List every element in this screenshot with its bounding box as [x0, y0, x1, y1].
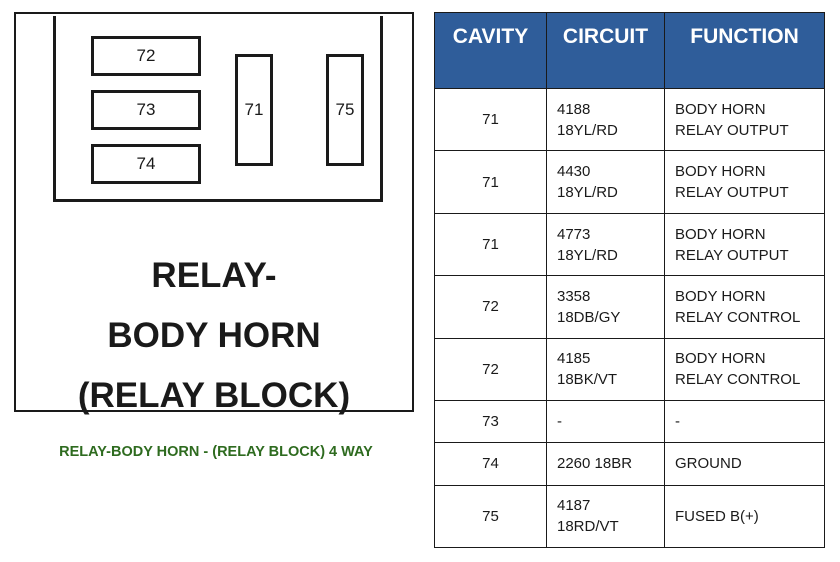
function-line: RELAY OUTPUT — [675, 121, 789, 139]
cell-cavity: 72 — [434, 275, 547, 339]
cell-function: BODY HORN RELAY OUTPUT — [664, 87, 825, 152]
table-row: 73-- — [434, 400, 825, 444]
diagram-title-line: BODY HORN — [107, 316, 321, 355]
cavity-label: 72 — [136, 46, 156, 65]
circuit-line: 2260 18BR — [557, 455, 633, 473]
cavity-label: 75 — [335, 100, 355, 119]
function-line: RELAY CONTROL — [675, 371, 801, 389]
function-line: RELAY OUTPUT — [675, 184, 789, 202]
table-row: 74 2260 18BR GROUND — [434, 442, 825, 486]
table-row: 72 4185 18BK/VT BODY HORN RELAY CONTROL — [434, 337, 825, 402]
cell-cavity: 71 — [434, 212, 547, 277]
function-line: RELAY CONTROL — [675, 308, 801, 326]
circuit-line: 4185 — [557, 350, 591, 368]
cavity-72: 72 — [91, 36, 201, 76]
connector-caption: RELAY-BODY HORN - (RELAY BLOCK) 4 WAY — [59, 444, 373, 460]
circuit-line: 3358 — [557, 287, 591, 305]
cell-circuit: - — [546, 400, 665, 444]
circuit-line: 4187 — [557, 497, 591, 515]
function-line: FUSED B(+) — [675, 507, 759, 525]
cell-cavity: 71 — [434, 150, 547, 214]
header-circuit: CIRCUIT — [546, 12, 665, 89]
cavity-label: 74 — [136, 154, 156, 173]
cavity-75: 75 — [326, 54, 364, 166]
circuit-line: 4773 — [557, 225, 591, 243]
function-line: BODY HORN — [675, 287, 766, 305]
pinout-table: CAVITY CIRCUIT FUNCTION 71 4188 18YL/RD BOD… — [434, 12, 825, 549]
cavity-71: 71 — [235, 54, 273, 166]
cavity-label: 73 — [136, 100, 156, 119]
header-function: FUNCTION — [664, 12, 825, 89]
cavity-label: 71 — [244, 100, 264, 119]
circuit-line: 18DB/GY — [557, 308, 621, 326]
table-row: 75 4187 18RD/VT FUSED B(+) — [434, 484, 825, 549]
cell-function: BODY HORN RELAY OUTPUT — [664, 150, 825, 214]
diagram-title-line: RELAY- — [151, 256, 277, 295]
function-line: BODY HORN — [675, 350, 766, 368]
table-header-row: CAVITY CIRCUIT FUNCTION — [434, 12, 825, 89]
cell-function: BODY HORN RELAY CONTROL — [664, 337, 825, 402]
function-line: BODY HORN — [675, 225, 766, 243]
diagram-title-line: (RELAY BLOCK) — [77, 376, 351, 415]
table-row: 71 4773 18YL/RD BODY HORN RELAY OUTPUT — [434, 212, 825, 277]
circuit-line: 18BK/VT — [557, 371, 618, 389]
circuit-line: 4430 — [557, 163, 591, 181]
function-line: RELAY OUTPUT — [675, 246, 789, 264]
relay-diagram: 72 73 74 71 75 RELAY- BODY HORN (RELAY B… — [14, 12, 414, 415]
cell-circuit: 3358 18DB/GY — [546, 275, 665, 339]
cell-cavity: 75 — [434, 484, 547, 549]
cell-function: BODY HORN RELAY CONTROL — [664, 275, 825, 339]
circuit-line: 18YL/RD — [557, 184, 618, 202]
cell-circuit: 4188 18YL/RD — [546, 87, 665, 152]
cavity-73: 73 — [91, 90, 201, 130]
diagram-title: RELAY- BODY HORN (RELAY BLOCK) — [16, 246, 412, 426]
function-line: BODY HORN — [675, 163, 766, 181]
table-row: 71 4188 18YL/RD BODY HORN RELAY OUTPUT — [434, 87, 825, 152]
table-row: 71 4430 18YL/RD BODY HORN RELAY OUTPUT — [434, 150, 825, 214]
cell-circuit: 4773 18YL/RD — [546, 212, 665, 277]
cell-function: GROUND — [664, 442, 825, 486]
cell-circuit: 2260 18BR — [546, 442, 665, 486]
cell-function: - — [664, 400, 825, 444]
cell-circuit: 4185 18BK/VT — [546, 337, 665, 402]
cell-cavity: 71 — [434, 87, 547, 152]
circuit-line: 18YL/RD — [557, 121, 618, 139]
cell-cavity: 73 — [434, 400, 547, 444]
cell-function: BODY HORN RELAY OUTPUT — [664, 212, 825, 277]
function-line: BODY HORN — [675, 100, 766, 118]
cell-cavity: 74 — [434, 442, 547, 486]
table-row: 72 3358 18DB/GY BODY HORN RELAY CONTROL — [434, 275, 825, 339]
cell-circuit: 4430 18YL/RD — [546, 150, 665, 214]
cell-circuit: 4187 18RD/VT — [546, 484, 665, 549]
header-cavity: CAVITY — [434, 12, 547, 89]
cavity-74: 74 — [91, 144, 201, 184]
circuit-line: 18YL/RD — [557, 246, 618, 264]
function-line: GROUND — [675, 455, 742, 473]
relay-connector-outline: 72 73 74 71 75 — [53, 16, 383, 202]
circuit-line: 4188 — [557, 100, 591, 118]
cell-cavity: 72 — [434, 337, 547, 402]
function-line: - — [675, 413, 680, 431]
circuit-line: 18RD/VT — [557, 518, 619, 536]
cell-function: FUSED B(+) — [664, 484, 825, 549]
circuit-line: - — [557, 413, 562, 431]
